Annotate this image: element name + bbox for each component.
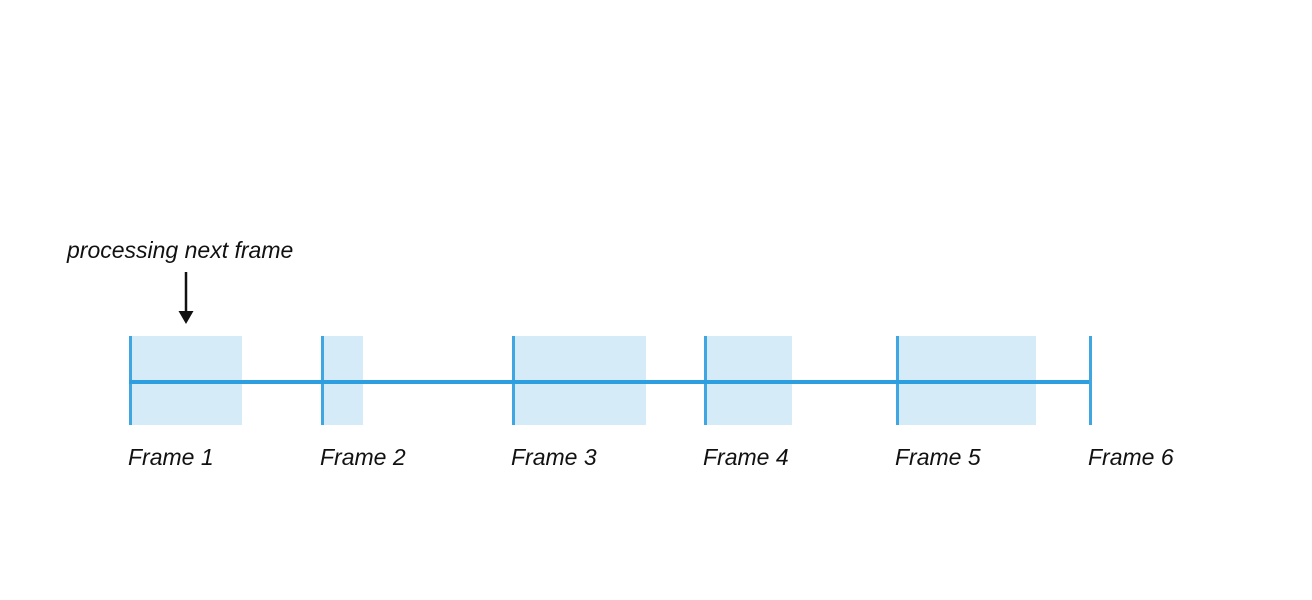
frame-label: Frame 6: [1088, 444, 1174, 470]
frame-label: Frame 5: [895, 444, 981, 470]
frame-label: Frame 1: [128, 444, 214, 470]
frame-label: Frame 4: [703, 444, 789, 470]
annotation-processing-next-frame: processing next frame: [67, 237, 294, 263]
frame-label: Frame 2: [320, 444, 406, 470]
down-arrow-icon: [178, 272, 194, 324]
frame-label: Frame 3: [511, 444, 597, 470]
frame-tick: [1089, 336, 1092, 425]
timeline-line: [129, 380, 1089, 384]
